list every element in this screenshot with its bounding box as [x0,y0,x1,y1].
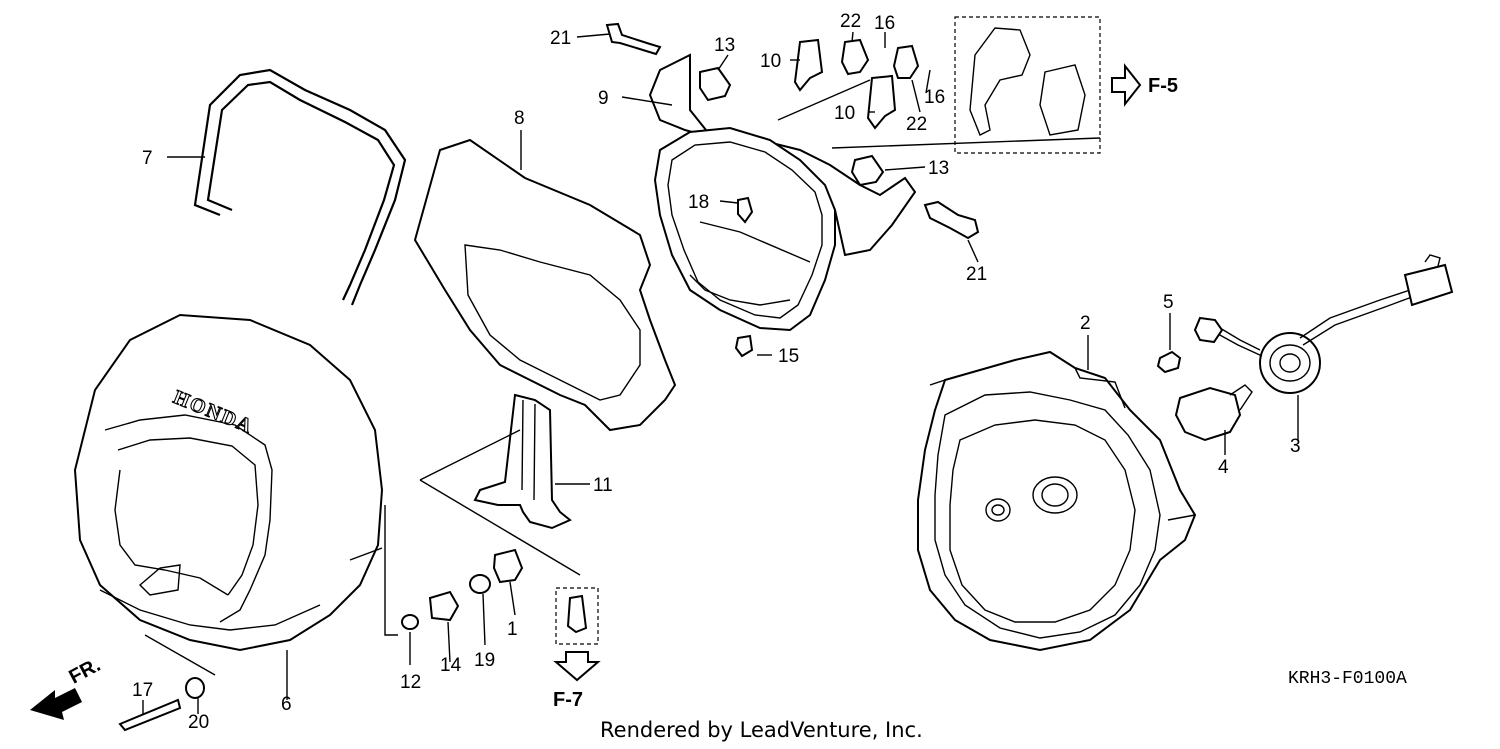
part-label-21b: 21 [966,264,987,285]
cowl-bracket-part [473,393,572,530]
leader-lines [142,31,1299,715]
part-label-14: 14 [440,655,462,676]
part-label-22b: 22 [906,114,927,135]
socket-harness-part [1193,254,1454,394]
part-label-13b: 13 [928,158,949,179]
diagram-code: KRH3-F0100A [1288,669,1407,689]
part-label-16a: 16 [874,13,895,34]
front-direction-label: FR. [66,654,105,689]
part-label-15: 15 [778,346,799,367]
f7-arrow-icon [553,651,601,682]
part-label-9: 9 [598,88,609,109]
part-label-21a: 21 [550,28,571,49]
panel-gasket-part [413,138,677,432]
part-label-20: 20 [188,712,209,733]
part-label-13a: 13 [714,35,735,56]
part-label-19: 19 [474,650,495,671]
render-credit: Rendered by LeadVenture, Inc. [600,718,923,742]
trim-strip-part [193,68,407,306]
part-label-22a: 22 [840,11,861,32]
part-label-6: 6 [281,694,292,715]
part-label-11: 11 [593,475,613,496]
f5-arrow-icon [1111,63,1142,107]
headlight-unit-part [917,350,1197,652]
meter-bracket-part [648,53,917,332]
part-label-10a: 10 [760,51,781,72]
part-label-17: 17 [132,680,153,701]
reference-f5[interactable]: F-5 [1148,75,1178,97]
part-label-1: 1 [507,619,518,640]
position-bulb-part [1156,350,1182,374]
part-label-3: 3 [1290,436,1301,457]
part-label-4: 4 [1218,457,1229,478]
hardware-parts [118,22,980,732]
headlight-bulb-part [1174,384,1253,442]
bracket-set-part [793,16,1101,154]
part-label-12: 12 [400,672,421,693]
front-direction-arrow-icon [30,688,82,720]
part-label-18: 18 [688,192,709,213]
part-label-5: 5 [1163,292,1174,313]
headlight-cowl-part [73,313,384,652]
part-label-2: 2 [1080,313,1091,334]
part-label-16b: 16 [924,87,945,108]
part-label-8: 8 [514,108,525,129]
part-label-10b: 10 [834,103,855,124]
reference-f7[interactable]: F-7 [553,689,583,711]
part-label-7: 7 [142,148,153,169]
